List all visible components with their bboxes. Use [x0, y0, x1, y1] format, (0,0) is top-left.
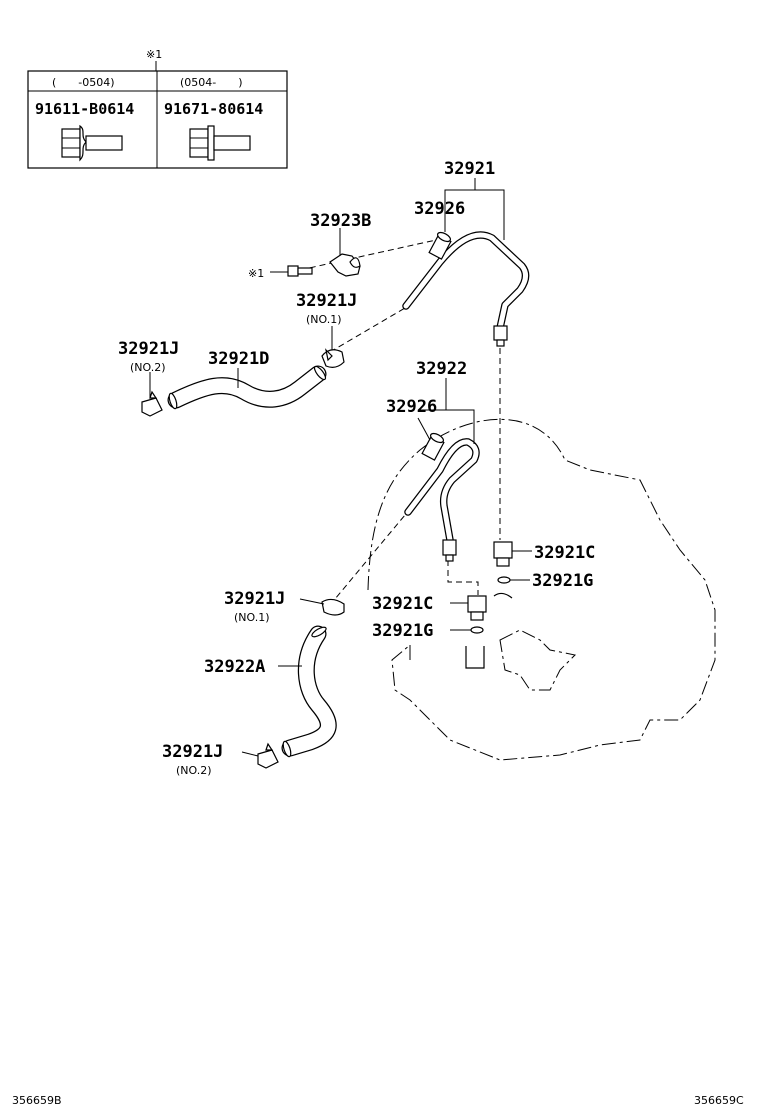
label-32921: 32921 [444, 159, 495, 179]
clamp-bolt [287, 265, 313, 277]
oil-cooler-hose-32922A [281, 625, 337, 758]
tube-fitting-nut-upper [493, 325, 508, 341]
label-32926-upper: 32926 [414, 199, 465, 219]
tube-fitting-tip-lower [445, 554, 454, 562]
sublabel-no2-lower: (NO.2) [176, 764, 212, 777]
union-32921C-right [493, 541, 513, 567]
flange-bolt-icon-1 [61, 124, 123, 162]
label-32921G-right: 32921G [532, 571, 593, 591]
table-col2-part: 91671-80614 [164, 100, 263, 118]
label-32921J-no2-lower: 32921J [162, 742, 223, 762]
table-col2-range: (0504- ) [180, 76, 243, 89]
o-ring-32921G-left [470, 626, 484, 634]
flange-bolt-icon-2 [189, 125, 251, 161]
grommet-32926-lower [421, 432, 445, 461]
label-32926-lower: 32926 [386, 397, 437, 417]
union-32921C-left [467, 595, 487, 621]
label-32921J-no1-upper: 32921J [296, 291, 357, 311]
hose-clip-no1-upper [321, 348, 345, 368]
sublabel-no1-lower: (NO.1) [234, 611, 270, 624]
hose-clip-no2-lower [257, 742, 279, 769]
tube-fitting-nut-lower [442, 539, 457, 556]
label-32921J-no2-upper: 32921J [118, 339, 179, 359]
dash-clip-to-tube-lower [329, 514, 406, 606]
dash-tube-to-union-left [447, 560, 479, 595]
port-boss-left [465, 646, 485, 669]
figure-ref-right: 356659C [694, 1094, 744, 1107]
hose-end-upper [311, 626, 327, 638]
o-ring-32921G-right [497, 576, 511, 584]
hose-end-lower [282, 740, 292, 758]
clamp-32923B [329, 253, 361, 277]
label-32922A: 32922A [204, 657, 265, 677]
dash-clamp-to-grommet [299, 239, 437, 271]
hose-clip-no2-upper [141, 390, 163, 417]
label-32921D: 32921D [208, 349, 269, 369]
hose-clip-no1-lower [321, 598, 345, 616]
oil-cooler-hose-32921D [167, 365, 327, 410]
sublabel-no2-upper: (NO.2) [130, 361, 166, 374]
label-32921J-no1-lower: 32921J [224, 589, 285, 609]
oil-cooler-tube-32921 [402, 231, 530, 347]
label-ref-mark: ※1 [248, 267, 264, 280]
tube-fitting-tip-upper [496, 339, 505, 347]
oil-cooler-tube-32922 [404, 438, 480, 562]
label-32921C-right: 32921C [534, 543, 595, 563]
bolt-table: ※1 ( -0504) (0504- ) 91611-B0614 91671-8… [27, 48, 288, 169]
table-col1-part: 91611-B0614 [35, 100, 134, 118]
label-32921C-left: 32921C [372, 594, 433, 614]
sublabel-no1-upper: (NO.1) [306, 313, 342, 326]
leader-lines [149, 178, 532, 757]
port-boss-right [493, 592, 513, 599]
hose-end-left [168, 392, 178, 410]
label-32921G-left: 32921G [372, 621, 433, 641]
hose-end-right [313, 365, 327, 381]
figure-ref-left: 356659B [12, 1094, 62, 1107]
housing-recess-outline [499, 629, 577, 691]
label-32922: 32922 [416, 359, 467, 379]
table-col1-range: ( -0504) [52, 76, 115, 89]
grommet-32926-upper [428, 231, 452, 260]
label-32923B: 32923B [310, 211, 371, 231]
table-note-mark: ※1 [146, 48, 162, 61]
dash-clip-to-tube-upper [329, 307, 406, 353]
transmission-case-outline [367, 418, 716, 761]
